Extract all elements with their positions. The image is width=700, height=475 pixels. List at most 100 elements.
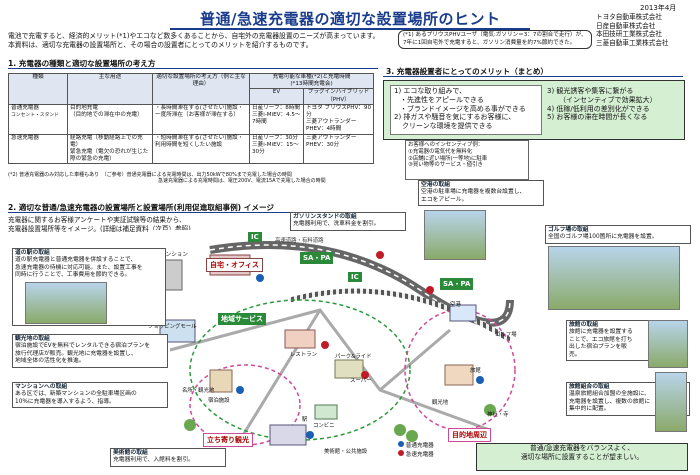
box-text: 地域全体の活性化を推進。 [15, 358, 85, 365]
museum-box: 美術館の取組 充電器利用で、入館料を割引。 [110, 448, 226, 467]
box-title: 空港の取組 [421, 182, 450, 188]
cell-phev: 三菱アウトランダーPHEV：30分 [302, 133, 375, 165]
footnote-line: 急速充電器による充電時間は、電圧200V、電流15Aで充電した場合の時間 [158, 178, 326, 185]
park-ride-label: パーク&ライド [335, 354, 372, 360]
cell-ev: 日産リーフ：8時間三菱i-MiEV：4.5〜7時間 [249, 103, 304, 135]
section1-underline [8, 68, 378, 69]
cell-text: 目的地充電 [70, 104, 98, 111]
normal-charger-marker [306, 431, 314, 439]
tree [406, 430, 418, 442]
merit-left-panel: 1) エコな取り組みで、 ・先進性をアピールできる ・ブランドイメージを高める事… [390, 85, 542, 135]
kankouchi-box: 観光地の取組 宿泊施設でEVを無料でレンタルできる宿泊プランを 旅行代理店が販売… [12, 334, 168, 368]
airport-box: 空港の取組 空港の駐車場に充電器を複数台設置し、 エコをアピール。 [418, 180, 544, 207]
cell-text: 三菱i-MiEV：4.5〜7時間 [252, 112, 301, 126]
legend-normal: 普通充電器 [398, 441, 434, 450]
th-type: 種類 [8, 73, 68, 105]
cell-text: 日産リーフ：8時間 [252, 104, 300, 111]
cell-text: 日産リーフ：30分 [252, 134, 298, 141]
merit-item: 5) お客様の滞在時間が長くなる [547, 113, 648, 122]
box-text: 充電器利用で、入館料を割引。 [113, 457, 194, 464]
merit-item: 1) エコな取り組みで、 [394, 87, 467, 95]
ryokan-box: 旅館の取組 旅館に充電器を設置する ことで、エコ旅館を打ち 出した宿泊プランを販… [566, 320, 652, 362]
conclusion-line: 適切な場所に設置することが望ましい。 [520, 452, 644, 461]
quick-charger-marker [361, 371, 369, 379]
cell-text: 経路充電（移動経路上での充電） [70, 134, 143, 148]
normal-charger-marker [476, 376, 484, 384]
section2-underline [8, 212, 384, 213]
table-row: 急速充電器 経路充電（移動経路上での充電）緊急充電（電欠の恐れが生じた際の緊急の… [8, 133, 375, 165]
intro-line: 電池で充電すると、経済的メリット(*1)やエコなど数多くあることから、自宅外の充… [8, 32, 380, 40]
box-text: 10%に充電器を導入するよう、指導。 [15, 398, 115, 405]
box-text: 旅館に充電器を設置する [569, 329, 633, 336]
box-title: 観光地の取組 [15, 336, 50, 342]
destination-label: 目的地周辺 [448, 428, 491, 442]
section1-heading: 1. 充電器の種類と適切な設置場所の考え方 [8, 59, 156, 68]
intro-line: 本資料は、適切な充電器の設置場所と、その場合の設置者にとってのメリットを紹介する… [8, 41, 313, 49]
box-text: 空港の駐車場に充電器を複数台設置し、 [421, 189, 526, 196]
th-ev: EV [249, 88, 304, 105]
tourism-circle [189, 364, 301, 446]
quick-charger-marker [376, 251, 384, 259]
box-text: ある区では、新築マンションの全駐車場区画の [15, 391, 137, 398]
merit-item: ・ブランドイメージを高める事ができる [400, 104, 526, 113]
box-text: 急速充電器の待機に対応可能。また、設置工事を [15, 264, 143, 271]
th-phev: プラグインハイブリッド（PHV） [302, 88, 375, 105]
th-place: 適切な設置場所の考え方（例と主な理由） [152, 73, 250, 105]
railway [289, 288, 512, 343]
cell-text: 緊急充電（電欠の恐れが生じた際の緊急の充電） [70, 149, 149, 163]
ryokan-photo [648, 320, 688, 368]
box-title: ゴルフ場の取組 [548, 227, 589, 233]
tree [184, 419, 196, 431]
normal-charger-marker [256, 274, 264, 282]
cell-place: ・長時間滞在する(させたい)施設・一度所滞在（お客様が滞在する） [152, 103, 250, 135]
footnote-line: (*2) 普通充電器のみ対応した車種もあり （ご参考）普通充電器による充電時間は… [8, 172, 292, 178]
airport-building [449, 304, 477, 322]
kankou-label: 観光地 [432, 400, 449, 406]
merit-item: ・先進性をアピールできる [400, 95, 484, 104]
footnote-line: (*1) あるプリウスPHVユーザ（電気:ガソリン＝3：7の割合で走行）が、 [403, 32, 587, 38]
box-text: 全国のゴルフ場100箇所に充電器を設置。 [548, 234, 658, 241]
box-title: ガソリンスタンドの取組 [293, 214, 357, 220]
expressway-label: 高速道路・有料道路 [275, 238, 324, 244]
box-title: マンションへの取組 [15, 384, 68, 390]
box-title: 旅館組合の取組 [569, 384, 610, 390]
footnote-line: 7年に1回自宅外で充電すると、ガソリン消費量を約7%節約できた。 [403, 39, 576, 46]
company: 三菱自動車工業株式会社 [596, 38, 669, 47]
legend-text: 普通充電器 [405, 443, 434, 449]
airport-label: 空港 [450, 302, 461, 308]
cell-purpose: 経路充電（移動経路上での充電）緊急充電（電欠の恐れが生じた際の緊急の充電） [67, 133, 153, 165]
mansion-box: マンションへの取組 ある区では、新築マンションの全駐車場区画の 10%に充電器を… [12, 382, 168, 409]
box-title: 道の駅の取組 [15, 250, 50, 256]
footnote-1-box: (*1) あるプリウスPHVユーザ（電気:ガソリン＝3：7の割合で走行）が、 7… [398, 30, 592, 50]
golf-label: ゴルフ場 [495, 332, 517, 338]
expressway-lane [209, 244, 511, 324]
conclusion-line: 普通/急速充電器をバランスよく、 [529, 444, 635, 452]
restaurant-building [284, 329, 316, 349]
michi-no-eki-box: 道の駅の取組 道の駅充電器と普通充電器を併設することで、 急速充電器の待機に対応… [12, 248, 166, 326]
th-range-text: 充電可能な車種(*2)と充電時間 [272, 74, 351, 80]
ic-label: IC [248, 232, 262, 242]
box-text: 充電器利用で、洗車料金を割引。 [293, 221, 380, 228]
conclusion-box: 普通/急速充電器をバランスよく、 適切な場所に設置することが望ましい。 [476, 443, 688, 471]
intro-line: 充電器に関するお客様アンケートや実証試験等の結果から、 [8, 216, 186, 224]
box-text: 宿泊施設でEVを無料でレンタルできる宿泊プランを [15, 343, 151, 350]
golf-photo [548, 246, 680, 310]
museum-building [269, 424, 307, 446]
super-building [334, 359, 364, 379]
local-road [169, 308, 491, 432]
box-text: 道の駅充電器と普通充電器を併設することで、 [15, 257, 137, 264]
sapa-label: SA・PA [440, 278, 474, 290]
restaurant-label: レストラン [290, 352, 317, 358]
incentive-item: ③買い物等のサービス・値引き [408, 162, 483, 169]
merit-item: 3) 観光誘客や集客に繋がる [547, 87, 634, 95]
incentive-item: ①充電器の電気代を無料化 [408, 148, 473, 155]
merit-item: 2) 排ガスや騒音を気にするお客様に、 [394, 113, 516, 122]
cell-purpose: 目的地充電（目的地での滞在中の充電） [67, 103, 153, 135]
cell-phev: トヨタ プリウスPHV：90分三菱アウトランダーPHEV：4時間 [302, 103, 375, 135]
map-legend: 普通充電器 急速充電器 [398, 441, 434, 459]
box-title: 美術館の取組 [113, 450, 148, 456]
box-text: 旅行代理店が販売。観光地に充電器を設置し、 [15, 350, 137, 357]
incentive-box: お客様へのインセンティブ例： ①充電器の電気代を無料化 ②店舗に近い場所(一等地… [405, 140, 529, 180]
date: 2013年4月 [640, 4, 677, 12]
quick-charger-marker [426, 286, 434, 294]
